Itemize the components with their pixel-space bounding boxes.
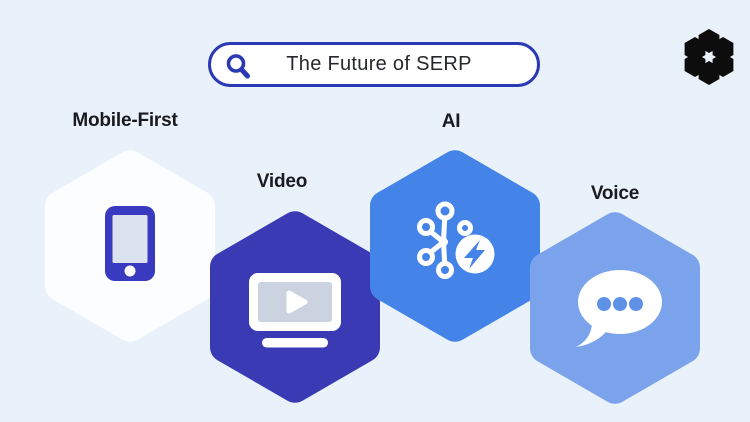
hexcard-mobile-first — [45, 148, 215, 344]
hexcard-voice — [530, 210, 700, 406]
label-ai: AI — [441, 111, 461, 132]
label-voice: Voice — [590, 183, 640, 204]
hexagon-shape — [370, 150, 540, 342]
hexcard-video — [210, 209, 380, 405]
brand-logo-icon — [684, 29, 734, 85]
label-video: Video — [256, 171, 308, 192]
speech-bubble-icon — [576, 270, 662, 347]
label-mobile-first: Mobile-First — [72, 110, 178, 131]
search-query-text: The Future of SERP — [286, 53, 472, 75]
hexcard-ai — [370, 148, 540, 344]
ai-network-bolt-icon — [417, 201, 495, 279]
video-player-icon — [249, 273, 341, 348]
smartphone-icon — [105, 206, 155, 281]
search-icon — [226, 54, 250, 79]
search-bar[interactable]: The Future of SERP — [208, 42, 540, 87]
